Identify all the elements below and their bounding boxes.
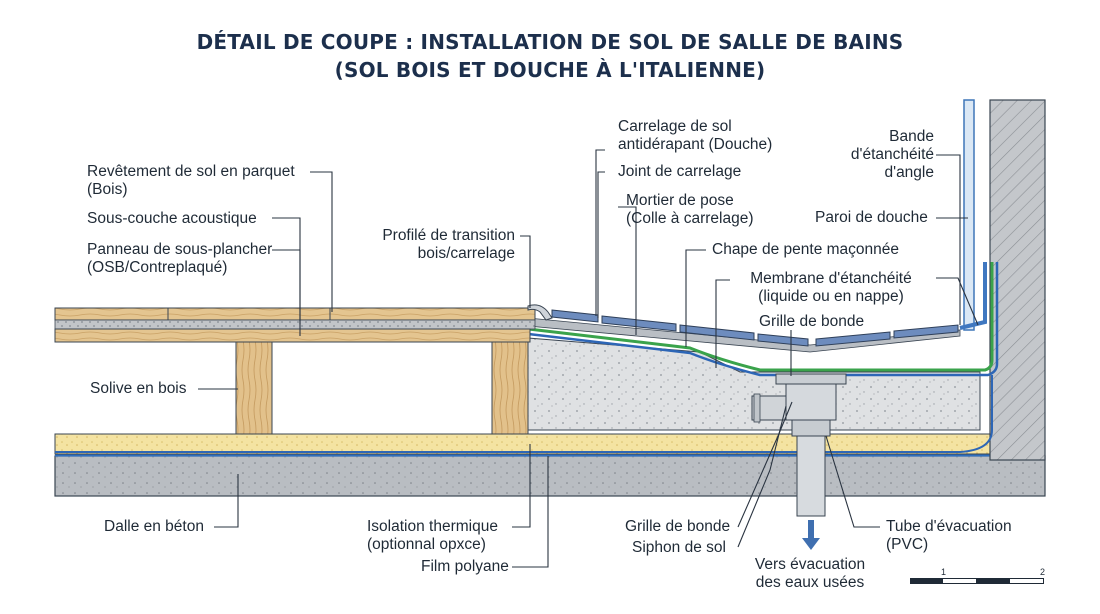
membrane-green: [519, 262, 994, 372]
label-sous-couche: Sous-couche acoustique: [87, 210, 257, 227]
scale-label-1: 1: [941, 567, 946, 577]
drain-collar: [791, 419, 831, 437]
label-grille-bottom: Grille de bonde: [625, 518, 731, 535]
label-parquet: Revêtement de sol en parquet(Bois): [87, 163, 295, 198]
label-paroi: Paroi de douche: [815, 209, 928, 226]
label-solive: Solive en bois: [90, 380, 187, 397]
shower-glass: [963, 99, 975, 331]
transition-profile: [527, 304, 553, 321]
scale-bar: [910, 578, 1044, 584]
shower-tiles: [551, 309, 959, 347]
label-siphon: Siphon de sol: [632, 539, 726, 556]
membrane-down: [55, 375, 993, 453]
acoustic-underlay: [54, 319, 536, 330]
joist-1: [235, 341, 273, 435]
joist-2: [491, 341, 529, 435]
label-chape: Chape de pente maçonnée: [712, 241, 900, 258]
label-isolation: Isolation thermique(optionnal opxce): [367, 518, 498, 553]
wall: [989, 99, 1046, 461]
pvc-pipe: [796, 435, 826, 517]
diagram-title: DÉTAIL DE COUPE : INSTALLATION DE SOL DE…: [196, 30, 904, 54]
label-panneau: Panneau de sous-plancher(OSB/Contreplaqu…: [87, 241, 273, 276]
flow-arrow: [802, 520, 820, 550]
label-mortier: Mortier de pose(Colle à carrelage): [626, 192, 754, 227]
membrane-blue: [519, 262, 999, 377]
subfloor-panel: [54, 328, 531, 343]
drain-grate: [775, 373, 847, 385]
label-dalle: Dalle en béton: [104, 518, 204, 535]
label-film: Film polyane: [421, 558, 509, 575]
corner-band: [959, 262, 987, 330]
label-joint: Joint de carrelage: [618, 163, 742, 180]
drain-body: [785, 383, 837, 421]
parquet: [54, 307, 536, 321]
diagram-subtitle: (SOL BOIS ET DOUCHE À L'ITALIENNE): [334, 58, 766, 82]
concrete-slab: [54, 455, 1046, 497]
label-grille-top: Grille de bonde: [759, 313, 865, 330]
label-tube: Tube d'évacuation(PVC): [886, 518, 1012, 553]
label-membrane: Membrane d'étanchéité(liquide ou en napp…: [750, 270, 912, 305]
scale-label-2: 2: [1040, 567, 1045, 577]
